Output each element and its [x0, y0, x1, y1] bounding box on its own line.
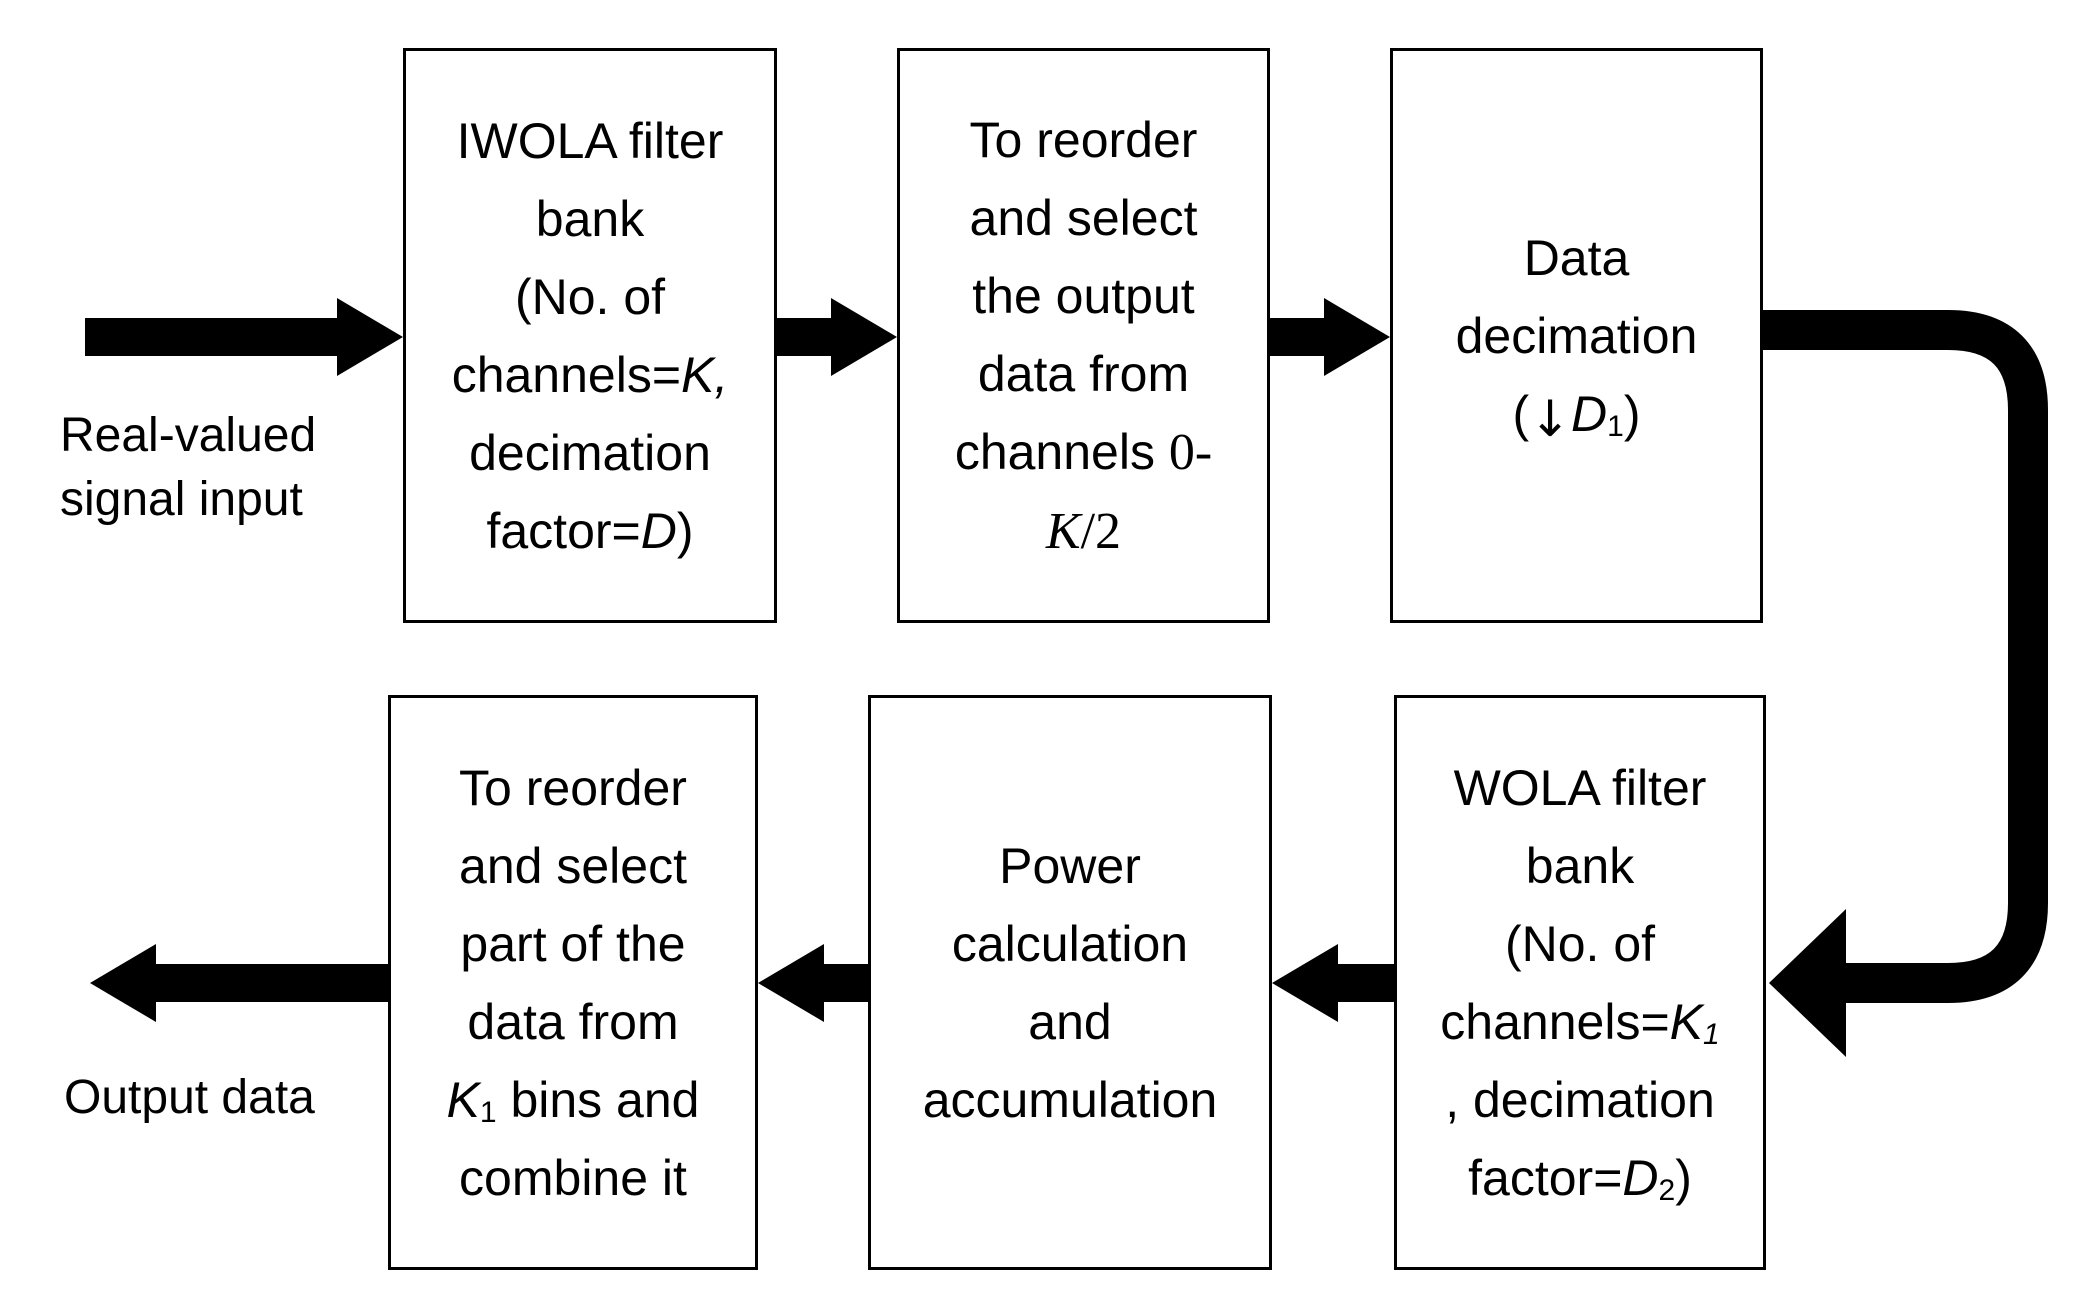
text-line: factor=D2) [1468, 1149, 1692, 1207]
text-line: K1 bins and [446, 1071, 700, 1129]
text-line: K/2 [1045, 502, 1122, 560]
text-line: WOLA filter [1453, 759, 1707, 816]
output-arrow-icon [90, 944, 388, 1022]
text-line: and select [969, 189, 1198, 246]
wola-to-power-arrow-icon [1272, 944, 1394, 1022]
box-power-calculation: Power calculation and accumulation [868, 695, 1272, 1270]
decimation-to-wola-arrowhead-icon [1769, 909, 1846, 1057]
text-line: Real-valued [60, 409, 317, 462]
power-to-reorder-arrow-icon [758, 944, 868, 1022]
text-line: (↓D1) [1512, 385, 1641, 448]
text-line: part of the [460, 915, 686, 972]
text-line: bank [535, 190, 645, 247]
text-line: channels=K1 [1440, 993, 1720, 1051]
text-line: (No. of [1504, 915, 1656, 972]
box-data-decimation: Data decimation (↓D1) [1390, 48, 1763, 623]
text-line: Data [1523, 229, 1630, 286]
text-line: calculation [951, 915, 1189, 972]
text-line: and select [459, 837, 687, 894]
text-line: To reorder [969, 111, 1198, 168]
decimation-to-wola-connector-icon [1763, 310, 2048, 1003]
text-line: data from [467, 993, 679, 1050]
box-wola-filter-bank: WOLA filter bank (No. of channels=K1 , decim… [1394, 695, 1766, 1270]
text-line: Power [999, 837, 1141, 894]
box-iwola-filter-bank: IWOLA filter bank (No. of channels=K, decima… [403, 48, 777, 623]
reorder-to-decimation-arrow-icon [1270, 298, 1390, 376]
text-line: , decimation [1445, 1071, 1715, 1128]
text-line: accumulation [922, 1071, 1218, 1128]
text-line: channels 0- [954, 423, 1213, 481]
text-line: factor=D) [486, 502, 694, 559]
input-arrow-icon [85, 298, 403, 376]
text-line: (No. of [514, 268, 666, 325]
text-line: combine it [459, 1149, 687, 1206]
text-line: decimation [469, 424, 711, 481]
box-reorder-select-output: To reorder and select the output data from c… [897, 48, 1270, 623]
box-reorder-select-combine: To reorder and select part of the data from… [388, 695, 758, 1270]
text-line: data from [977, 345, 1190, 402]
text-line: decimation [1455, 307, 1698, 364]
text-line: the output [972, 267, 1195, 324]
iwola-to-reorder-arrow-icon [777, 298, 897, 376]
text-line: signal input [60, 473, 303, 526]
text-line: To reorder [459, 759, 687, 816]
text-line: Output data [64, 1071, 315, 1124]
text-line: IWOLA filter [456, 112, 724, 169]
input-signal-label: Real-valued signal input [60, 404, 316, 532]
output-data-label: Output data [64, 1066, 315, 1130]
text-line: and [1028, 993, 1112, 1050]
text-line: bank [1525, 837, 1635, 894]
text-line: channels=K, [451, 346, 729, 403]
